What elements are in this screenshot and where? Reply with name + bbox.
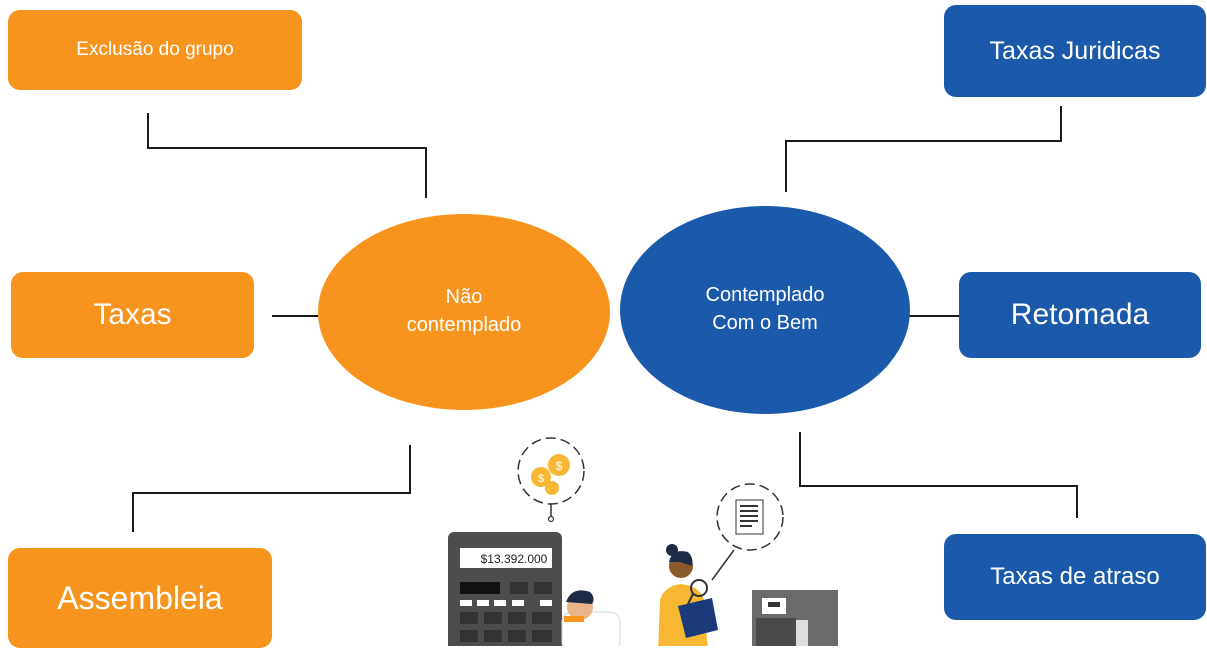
nao-contemplado-line1: Não [445,286,483,309]
contemplado-line1: Contemplado [705,284,825,307]
woman-figure [658,544,718,646]
connector-juridicas [785,106,1062,192]
box-retomada-label: Retomada [1010,298,1150,331]
box-taxas-de-atraso: Taxas de atraso [944,534,1206,620]
box-exclusao-label: Exclusão do grupo [76,39,234,60]
box-exclusao-do-grupo: Exclusão do grupo [8,10,302,90]
box-taxas: Taxas [11,272,254,358]
coin-symbol-2: $ [538,473,544,485]
box-atraso-label: Taxas de atraso [990,563,1160,590]
ellipse-contemplado-com-o-bem: Contemplado Com o Bem [620,206,910,414]
box-retomada: Retomada [959,272,1201,358]
nao-contemplado-line2: contemplado [406,314,522,336]
box-assembleia-label: Assembleia [57,579,223,616]
box-juridicas-label: Taxas Juridicas [989,36,1161,65]
coins-icon: $ $ [517,437,585,523]
box-assembleia: Assembleia [8,548,272,648]
document-icon [711,483,784,581]
calculator-display: $13.392.000 [481,552,548,566]
coin-symbol-1: $ [556,459,563,473]
filing-cabinet-icon [752,590,838,646]
connector-atraso [799,432,1078,518]
ellipse-nao-contemplado: Não contemplado [318,214,610,410]
calculator-icon: $13.392.000 [448,532,562,646]
man-figure [561,590,621,646]
connector-assembleia [132,445,411,532]
box-taxas-label: Taxas [93,298,172,331]
contemplado-line2: Com o Bem [712,312,818,334]
connector-exclusao [147,113,427,198]
box-taxas-juridicas: Taxas Juridicas [944,5,1206,97]
